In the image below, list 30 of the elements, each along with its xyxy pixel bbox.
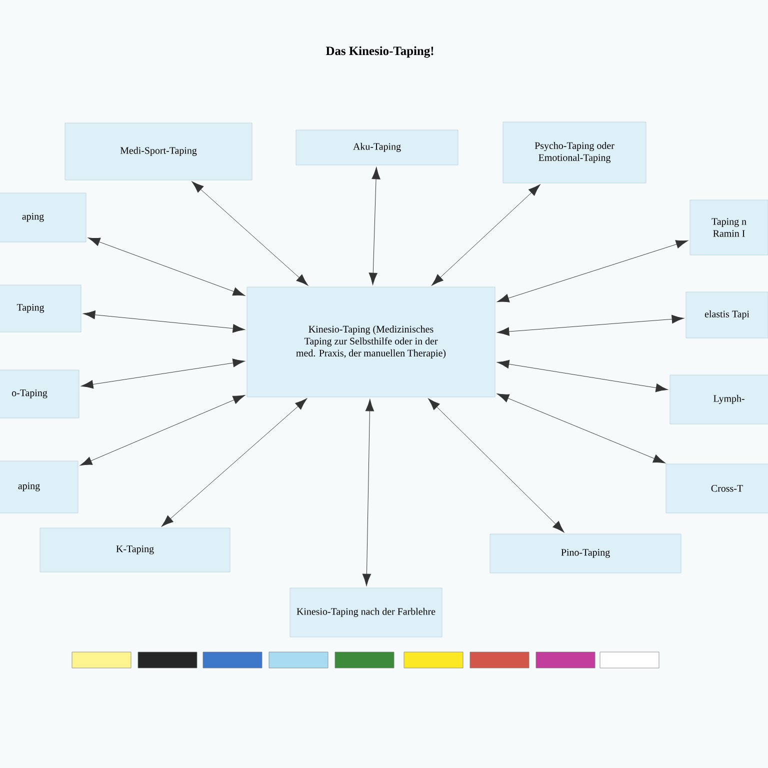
arrow (83, 310, 245, 333)
arrow (88, 238, 246, 296)
text-box: Taping (0, 284, 82, 332)
arrow (362, 399, 374, 586)
arrow (428, 398, 564, 533)
text-box: Psycho-Taping oder Emotional-Taping (502, 122, 646, 184)
text-box: Aku-Taping (296, 130, 458, 166)
arrow (368, 167, 380, 285)
text-box: Pino-Taping (490, 534, 682, 574)
text-box: Kinesio-Taping (Medizinisches Taping zur Selbsthilfe oder in der med. Praxis, der manuellen Therapie) (246, 286, 496, 398)
text-box: elastis Tapi (686, 292, 768, 338)
text-box: o-Taping (0, 370, 80, 418)
arrow (81, 358, 245, 389)
text-box: K-Taping (40, 528, 230, 572)
arrow (497, 314, 684, 336)
arrow (80, 395, 246, 466)
text-box: Taping n Ramin I (690, 200, 768, 256)
arrow (496, 394, 666, 464)
text-box: Medi-Sport-Taping (64, 122, 252, 180)
arrow (496, 240, 688, 302)
text-box: Kinesio-Taping nach der Farblehre (290, 588, 442, 638)
arrow (497, 360, 668, 392)
text-box: Lymph- (670, 374, 768, 424)
arrow (432, 184, 540, 286)
title: Das Kinesio-Taping! (326, 46, 434, 58)
text-box: Cross-T (666, 464, 768, 514)
arrow (192, 181, 308, 286)
text-box: aping (0, 192, 86, 242)
text-box: aping (0, 460, 78, 514)
arrow (161, 398, 308, 527)
